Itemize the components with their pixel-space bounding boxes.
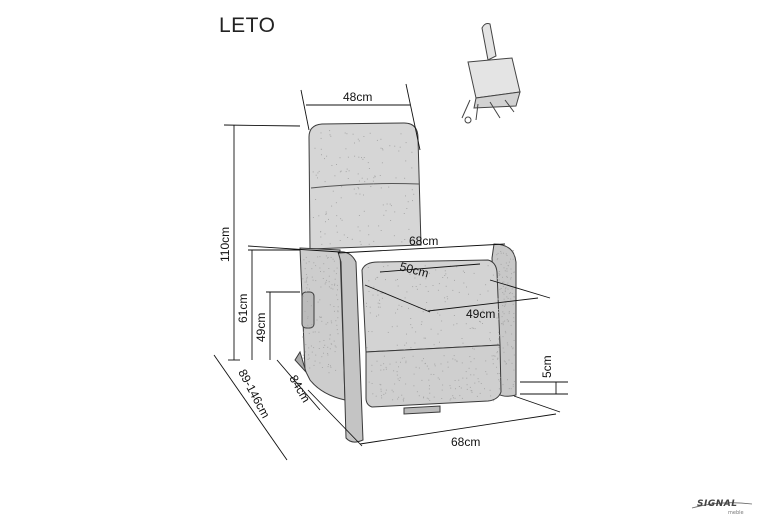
seat-cushion (361, 259, 501, 353)
dim-width-bottom: 68cm (451, 435, 480, 449)
dim-width-top: 68cm (409, 234, 438, 248)
headrest-seam (310, 183, 420, 189)
front-panel (365, 344, 502, 408)
dim-foot-height: 5cm (540, 355, 554, 378)
product-title: LETO (219, 14, 276, 37)
base-bottom (403, 405, 441, 415)
brand-logo: SIGNAL (697, 499, 738, 509)
dim-height-total: 110cm (218, 227, 232, 262)
dim-seat-depth: 49cm (466, 307, 495, 321)
dim-seat-height: 49cm (254, 313, 268, 342)
dim-width-back: 48cm (343, 90, 372, 104)
fabric-texture (302, 130, 515, 402)
brand-logo-sub: meble (728, 510, 744, 516)
brand-logo-swoosh (691, 502, 753, 509)
dim-armrest-height: 61cm (236, 294, 250, 323)
lift-base (294, 350, 307, 373)
lift-position-thumbnail (461, 23, 521, 124)
control-pad (301, 291, 315, 329)
chair-drawing (294, 122, 517, 443)
dimension-lines (213, 83, 568, 461)
backrest (308, 122, 422, 250)
